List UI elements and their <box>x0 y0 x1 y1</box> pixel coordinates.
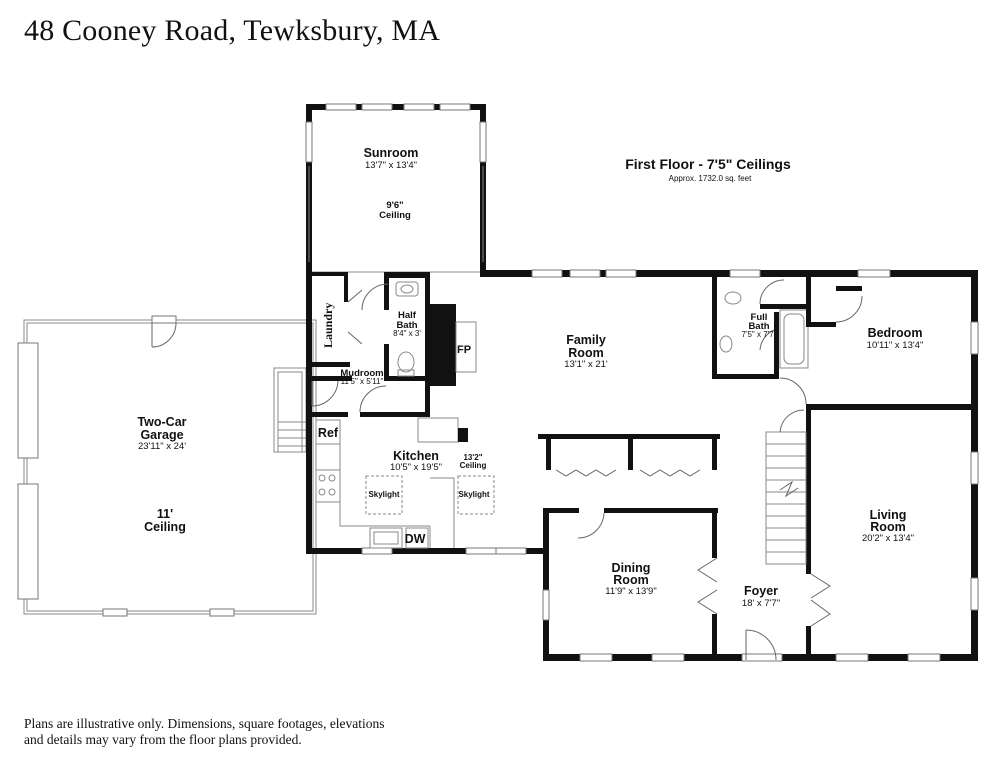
garage-name-1: Two-Car <box>137 415 186 429</box>
garage-steps <box>273 367 307 453</box>
family-room-name-2: Room <box>568 346 603 360</box>
stair-treads <box>766 443 806 553</box>
fireplace <box>428 304 477 386</box>
full-bath-name-1: Full <box>751 312 768 323</box>
disclaimer-text: Plans are illustrative only. Dimensions,… <box>24 716 385 747</box>
full-bath-dims: 7'5" x 7'7" <box>742 330 777 339</box>
full-bath-name-2: Bath <box>748 321 769 332</box>
floor-heading-area: Approx. 1732.0 sq. feet <box>669 174 753 183</box>
mudroom-name: Mudroom <box>340 368 383 379</box>
exterior-walls <box>306 269 979 662</box>
dining-room-name-2: Room <box>613 573 648 587</box>
foyer-dims: 18' x 7'7" <box>742 598 780 609</box>
kitchen-name: Kitchen <box>393 449 439 463</box>
garage-inner-outline <box>26 322 314 612</box>
living-room-name-2: Room <box>870 520 905 534</box>
floor-heading-title: First Floor - 7'5" Ceilings <box>625 156 791 172</box>
garage-step-lines <box>278 421 306 447</box>
garage-door-swing <box>151 322 177 348</box>
kitchen-skylight-2: Skylight <box>458 490 489 499</box>
garage-name-2: Garage <box>140 428 183 442</box>
sunroom-walls <box>305 103 487 276</box>
kitchen-fixtures <box>312 412 495 549</box>
floor-heading: First Floor - 7'5" Ceilings Approx. 1732… <box>625 156 791 183</box>
garage-walls <box>17 315 317 617</box>
garage-window-1 <box>102 608 128 617</box>
living-room-name-1: Living <box>870 508 907 522</box>
garage-ceiling-label: Ceiling <box>144 520 186 534</box>
interior-walls <box>538 277 978 660</box>
fireplace-label: FP <box>457 344 471 356</box>
refrigerator-label: Ref <box>318 426 339 440</box>
sunroom-ceiling-height: 9'6" <box>386 200 403 211</box>
utility-walls <box>311 272 430 417</box>
foyer-name: Foyer <box>744 584 778 598</box>
garage-outline <box>23 319 317 615</box>
sunroom-ceiling-label: Ceiling <box>379 210 411 221</box>
garage-steps-inner <box>277 371 303 453</box>
dining-room-dims: 11'9" x 13'9" <box>605 586 656 597</box>
mudroom-dims: 11'5" x 5'11" <box>341 377 384 386</box>
garage-door-upper <box>17 342 39 459</box>
family-room-dims: 13'1" x 21' <box>564 359 608 370</box>
kitchen-ceiling-label: Ceiling <box>460 461 487 470</box>
kitchen-dims: 10'5" x 19'5" <box>390 462 442 473</box>
garage-door-lower <box>17 483 39 600</box>
kitchen-ceiling-height: 13'2" <box>463 453 482 462</box>
sunroom-dims: 13'7" x 13'4" <box>365 160 417 171</box>
sunroom-name: Sunroom <box>364 146 419 160</box>
dining-room-name-1: Dining <box>612 561 651 575</box>
dishwasher-label: DW <box>405 532 426 546</box>
half-bath-name-1: Half <box>398 310 417 321</box>
page-title: 48 Cooney Road, Tewksbury, MA <box>24 14 441 47</box>
garage-ceiling-height: 11' <box>157 507 173 521</box>
family-room-name-1: Family <box>566 333 606 347</box>
laundry-name: Laundry <box>321 303 335 348</box>
living-room-dims: 20'2" x 13'4" <box>862 533 914 544</box>
garage-dims: 23'11" x 24' <box>138 441 186 452</box>
half-bath-dims: 8'4" x 3' <box>393 329 421 338</box>
room-labels: Sunroom 13'7" x 13'4" 9'6" Ceiling Laund… <box>137 146 923 609</box>
garage-window-2 <box>209 608 235 617</box>
kitchen-skylight-1: Skylight <box>368 490 399 499</box>
bedroom-dims: 10'11" x 13'4" <box>867 340 924 351</box>
garage-entry-door <box>151 315 177 324</box>
bedroom-name: Bedroom <box>868 326 923 340</box>
half-bath-name-2: Bath <box>396 320 417 331</box>
